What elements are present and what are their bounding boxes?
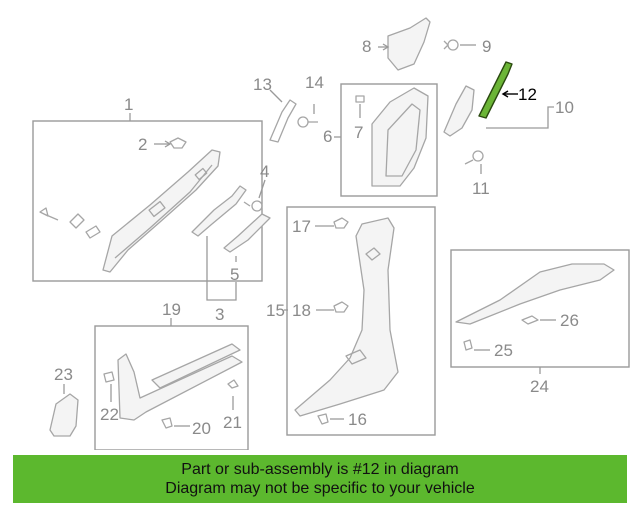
callout-9: 9 <box>482 37 491 56</box>
callout-2: 2 <box>138 135 147 154</box>
part-26-clip <box>521 315 539 325</box>
callout-12: 12 <box>518 85 537 104</box>
part-16-clip <box>317 413 329 425</box>
part-24-sill-trim <box>455 263 615 325</box>
part-5-trim <box>223 213 271 253</box>
callout-14: 14 <box>305 73 324 92</box>
callout-16: 16 <box>348 410 367 429</box>
part-17-clip <box>333 217 349 229</box>
callout-3: 3 <box>215 305 224 324</box>
group-box-1 <box>32 120 263 282</box>
callout-18: 18 <box>292 301 311 320</box>
callout-22: 22 <box>100 405 119 424</box>
callout-21: 21 <box>223 413 242 432</box>
callout-10: 10 <box>555 98 574 117</box>
part-9-clip <box>443 39 459 51</box>
part-3-trim <box>191 185 247 237</box>
part-15-b-pillar-lower <box>294 217 399 417</box>
parts-diagram: 1 2 3 4 5 6 7 8 9 10 11 12 13 14 15 16 1… <box>32 17 630 450</box>
banner-line-disclaimer: Diagram may not be specific to your vehi… <box>165 480 475 497</box>
part-8-bracket <box>387 17 431 71</box>
callout-5: 5 <box>230 265 239 284</box>
callout-4: 4 <box>260 162 269 181</box>
banner-line-part: Part or sub-assembly is #12 in diagram <box>181 461 459 478</box>
part-13-bracket <box>269 99 297 143</box>
callout-19: 19 <box>162 300 181 319</box>
callout-7: 7 <box>354 123 363 142</box>
callout-1: 1 <box>124 95 133 114</box>
callout-6: 6 <box>323 127 332 146</box>
part-a-pillar-trim <box>39 149 221 273</box>
part-18-clip <box>333 301 349 313</box>
part-12-highlighted <box>478 61 513 119</box>
part-7-clip <box>355 95 365 103</box>
callout-8: 8 <box>362 37 371 56</box>
group-box-6 <box>340 83 438 197</box>
group-box-15 <box>286 206 436 436</box>
callout-15: 15 <box>266 301 285 320</box>
callout-25: 25 <box>494 341 513 360</box>
part-19-sill <box>103 343 243 429</box>
part-14-bolt <box>297 116 318 128</box>
part-11-screw <box>464 150 484 165</box>
callout-20: 20 <box>192 419 211 438</box>
part-6-b-pillar-upper <box>371 87 429 187</box>
callout-11: 11 <box>472 179 490 198</box>
callout-24: 24 <box>530 377 549 396</box>
callout-26: 26 <box>560 311 579 330</box>
part-25-clip <box>463 339 473 351</box>
callout-13: 13 <box>253 75 272 94</box>
callout-17: 17 <box>292 217 311 236</box>
info-banner: Part or sub-assembly is #12 in diagram D… <box>13 455 627 503</box>
part-2-clip <box>169 137 187 149</box>
part-23-trim <box>49 393 79 437</box>
part-10-seatbelt-cover <box>443 85 475 137</box>
callout-23: 23 <box>54 365 73 384</box>
part-4-screw <box>243 200 263 212</box>
